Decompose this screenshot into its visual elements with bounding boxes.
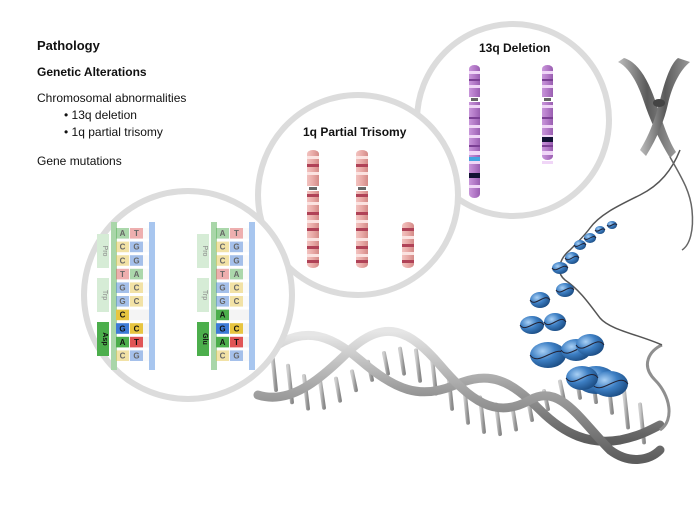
nucleosome — [606, 221, 618, 229]
base-label: G — [133, 352, 139, 361]
base-label: T — [234, 338, 239, 347]
chromosome — [468, 65, 481, 198]
base-label: C — [120, 352, 126, 361]
nucleosome — [583, 233, 597, 243]
chromosome — [306, 150, 320, 268]
base-label: C — [220, 243, 226, 252]
base-label: G — [133, 256, 139, 265]
base-label: C — [220, 256, 226, 265]
base-label: G — [119, 297, 125, 306]
chromatin-nucleosomes — [519, 149, 681, 397]
base-label: A — [220, 311, 226, 320]
codon-label: Asp — [101, 332, 108, 345]
base-label: C — [234, 284, 240, 293]
base-label: C — [134, 284, 140, 293]
codon-label: Trp — [101, 290, 108, 300]
base-label: A — [134, 270, 140, 279]
base-label: G — [219, 284, 225, 293]
base-label: A — [220, 338, 226, 347]
base-label: G — [219, 324, 225, 333]
base-label: T — [220, 270, 225, 279]
base-label: G — [233, 243, 239, 252]
chromosome — [402, 222, 414, 268]
nucleosome — [529, 342, 567, 368]
base-label: C — [234, 324, 240, 333]
panel-label-1q-partial-trisomy: 1q Partial Trisomy — [303, 125, 407, 139]
base-label: G — [219, 297, 225, 306]
nucleosome — [565, 366, 599, 390]
nucleosome — [529, 292, 551, 308]
nucleosome — [573, 240, 587, 250]
base-label: G — [119, 284, 125, 293]
base-label: C — [220, 352, 226, 361]
nucleosome — [519, 316, 545, 334]
chromosome — [355, 150, 369, 268]
panel-1q-partial-trisomy — [255, 92, 461, 298]
codon-label: Trp — [201, 290, 208, 300]
nucleosome — [575, 334, 605, 356]
nucleosome — [591, 371, 629, 397]
base-label: G — [233, 256, 239, 265]
nucleosome — [551, 262, 569, 274]
nucleosome — [594, 226, 606, 234]
list-item: • 1q partial trisomy — [64, 125, 163, 139]
base-label: T — [134, 229, 139, 238]
page-title: Pathology — [37, 38, 100, 53]
base-label: C — [134, 324, 140, 333]
base-label: T — [134, 338, 139, 347]
base-label: A — [120, 338, 126, 347]
base-label: C — [120, 256, 126, 265]
nucleosome — [555, 283, 575, 297]
chromosomal-abnormalities-label: Chromosomal abnormalities — [37, 91, 187, 105]
panel-13q-deletion — [414, 21, 612, 219]
codon-label: Pro — [101, 246, 108, 257]
base-label: A — [220, 229, 226, 238]
codon-label: Glu — [201, 333, 208, 345]
chromosome — [541, 65, 554, 164]
base-label: G — [233, 352, 239, 361]
base-label: G — [119, 324, 125, 333]
codon-label: Pro — [201, 246, 208, 257]
base-label: A — [234, 270, 240, 279]
section-heading: Genetic Alterations — [37, 65, 147, 79]
panel-label-13q-deletion: 13q Deletion — [479, 41, 551, 55]
chromosome-icon — [618, 58, 694, 251]
list-item: • 13q deletion — [64, 108, 137, 122]
base-label: C — [120, 243, 126, 252]
base-label: C — [120, 311, 126, 320]
gene-mutations-label: Gene mutations — [37, 154, 122, 168]
base-label: G — [133, 243, 139, 252]
dna-double-helix — [253, 326, 671, 464]
base-label: C — [234, 297, 240, 306]
base-label: T — [120, 270, 125, 279]
base-label: C — [134, 297, 140, 306]
base-label: A — [120, 229, 126, 238]
nucleosome — [564, 252, 580, 264]
base-label: T — [234, 229, 239, 238]
nucleosome — [543, 313, 567, 331]
